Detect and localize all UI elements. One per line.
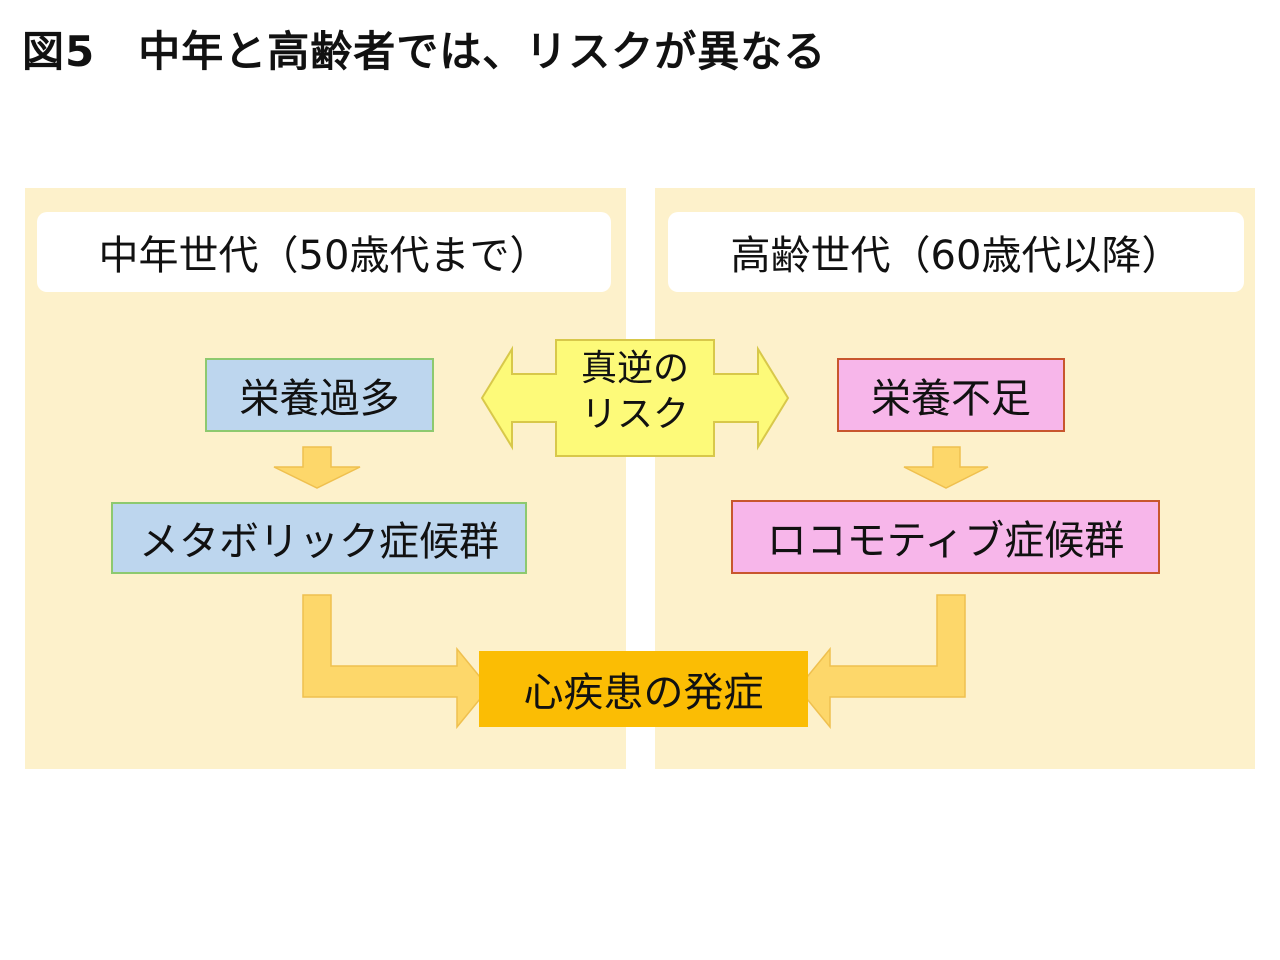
right-to-outcome-arrow — [797, 594, 966, 730]
opposite-risk-label: 真逆の リスク — [560, 346, 710, 438]
elderly-header: 高齢世代（60歳代以降） — [668, 212, 1244, 292]
middle-age-header: 中年世代（50歳代まで） — [37, 212, 611, 292]
left-down-arrow — [273, 446, 361, 489]
right-down-arrow — [903, 446, 989, 489]
risk-label-line2: リスク — [580, 394, 689, 435]
locomotive-syndrome-box: ロコモティブ症候群 — [731, 500, 1160, 574]
figure-title: 図5 中年と高齢者では、リスクが異なる — [22, 27, 827, 76]
left-to-outcome-arrow — [302, 594, 490, 730]
undernutrition-box: 栄養不足 — [837, 358, 1065, 432]
heart-disease-onset-box: 心疾患の発症 — [479, 651, 808, 727]
metabolic-syndrome-box: メタボリック症候群 — [111, 502, 527, 574]
overnutrition-box: 栄養過多 — [205, 358, 434, 432]
opposite-risk-double-arrow — [480, 339, 790, 457]
risk-label-line1: 真逆の — [580, 348, 689, 389]
